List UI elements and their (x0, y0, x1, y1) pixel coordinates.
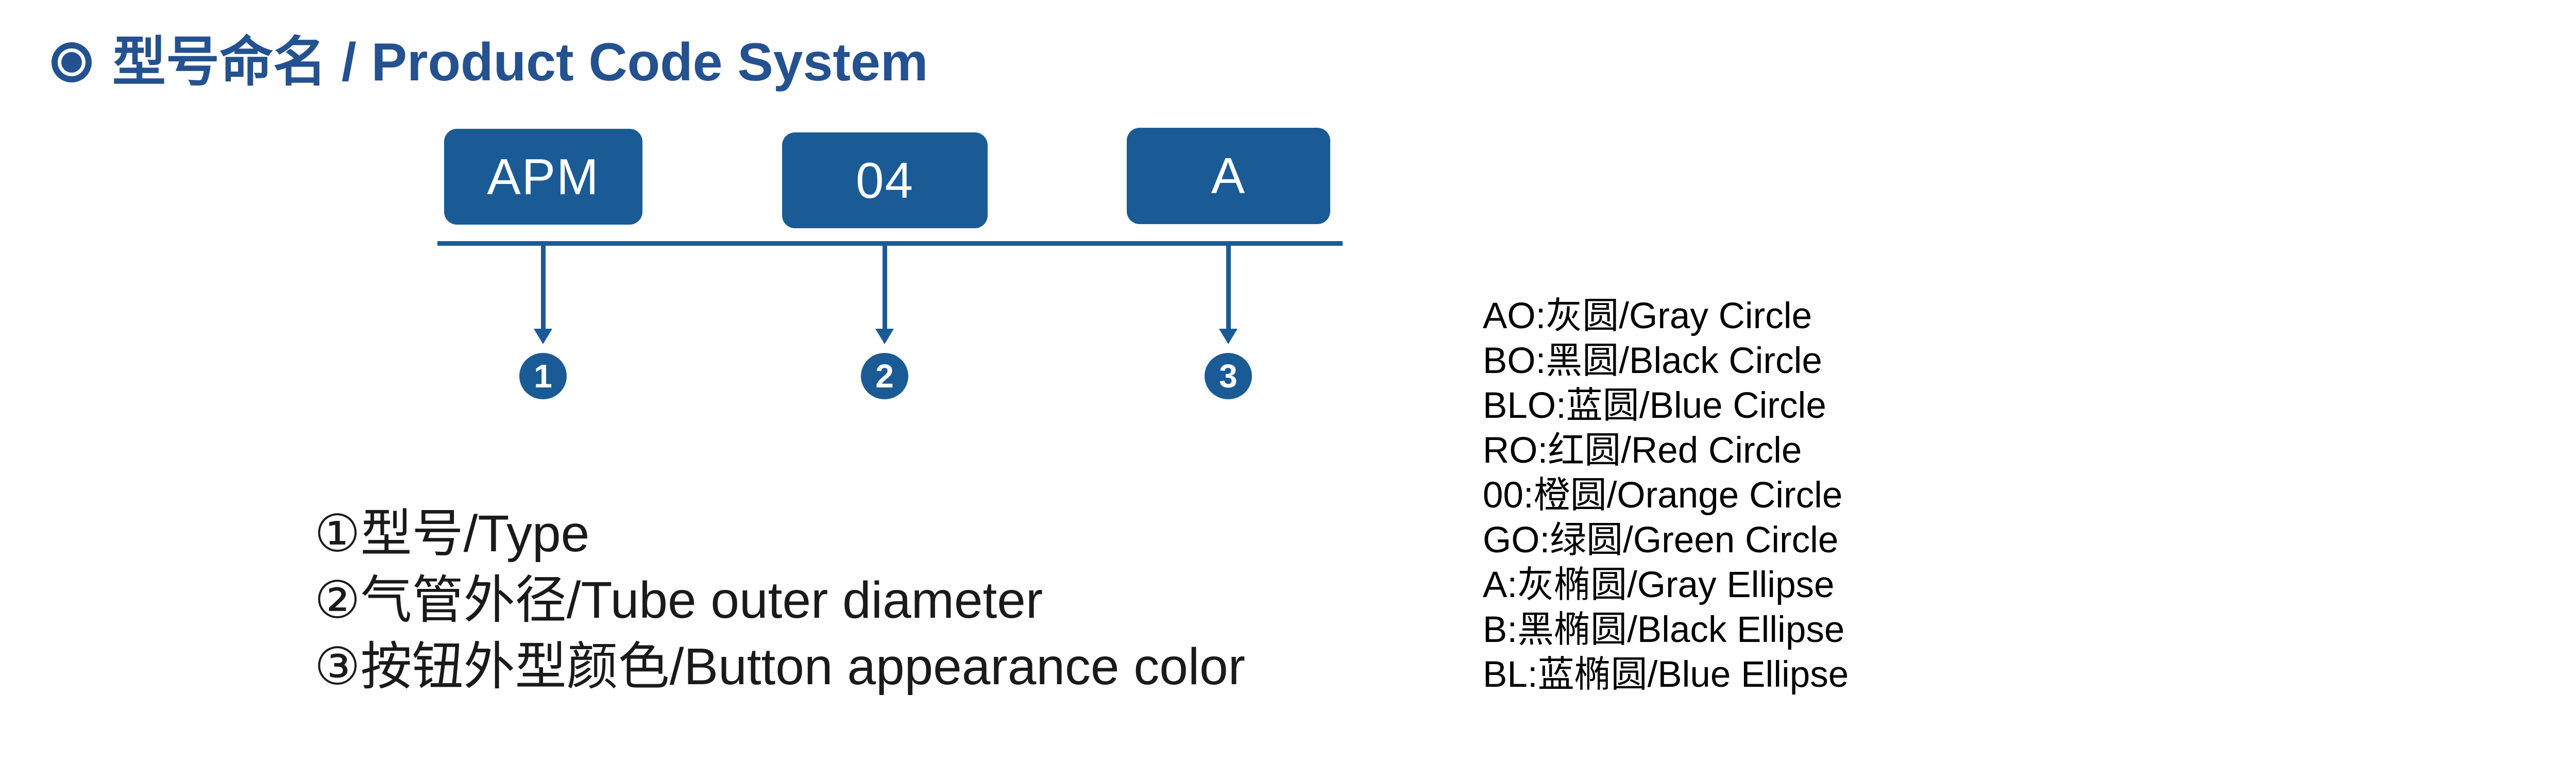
code-box-type: APM (444, 129, 642, 225)
callout-number-badge: 1 (519, 353, 567, 399)
code-box-label: APM (487, 148, 600, 205)
page-title: 型号命名 / Product Code System (112, 32, 928, 92)
arrowhead-icon (1219, 329, 1238, 344)
color-code-item-blue-circle: BLO:蓝圆/Blue Circle (1483, 385, 1826, 426)
color-code-item-gray-circle: AO:灰圆/Gray Circle (1483, 296, 1812, 336)
color-code-item-black-ellipse: B:黑椭圆/Black Ellipse (1483, 609, 1845, 650)
arrow-down-icon (1226, 246, 1231, 329)
arrow-down-icon (541, 246, 546, 329)
color-code-item-red-circle: RO:红圆/Red Circle (1483, 430, 1802, 471)
target-circle-icon (52, 42, 92, 82)
callout-number-badge: 3 (1205, 353, 1252, 399)
connector-line (437, 241, 1343, 246)
target-circle-dot (61, 52, 82, 73)
legend-item-tube-outer-diameter: ②气管外径/Tube outer diameter (314, 571, 1043, 629)
arrow-down-icon (883, 246, 887, 329)
legend-item-type: ①型号/Type (314, 505, 590, 563)
callout-number: 3 (1219, 358, 1238, 395)
section-header: 型号命名 / Product Code System (52, 31, 928, 94)
code-box-label: A (1211, 147, 1246, 204)
arrowhead-icon (534, 329, 552, 344)
color-code-item-gray-ellipse: A:灰椭圆/Gray Ellipse (1483, 565, 1835, 605)
arrowhead-icon (875, 329, 894, 344)
color-code-list: AO:灰圆/Gray Circle BO:黑圆/Black Circle BLO… (1483, 294, 1849, 697)
color-code-item-blue-ellipse: BL:蓝椭圆/Blue Ellipse (1483, 654, 1849, 695)
callout-number-badge: 2 (861, 353, 908, 399)
callout-number: 1 (534, 358, 552, 395)
code-box-button-color: A (1127, 128, 1330, 224)
legend-item-button-appearance-color: ③按钮外型颜色/Button appearance color (314, 638, 1246, 696)
color-code-item-orange-circle: 00:橙圆/Orange Circle (1483, 475, 1843, 516)
color-code-item-green-circle: GO:绿圆/Green Circle (1483, 520, 1839, 561)
color-code-item-black-circle: BO:黑圆/Black Circle (1483, 341, 1822, 381)
callout-number: 2 (875, 358, 894, 395)
code-box-label: 04 (855, 151, 914, 209)
code-box-tube-diameter: 04 (782, 132, 988, 228)
legend-list: ①型号/Type ②气管外径/Tube outer diameter ③按钮外型… (314, 501, 1245, 700)
